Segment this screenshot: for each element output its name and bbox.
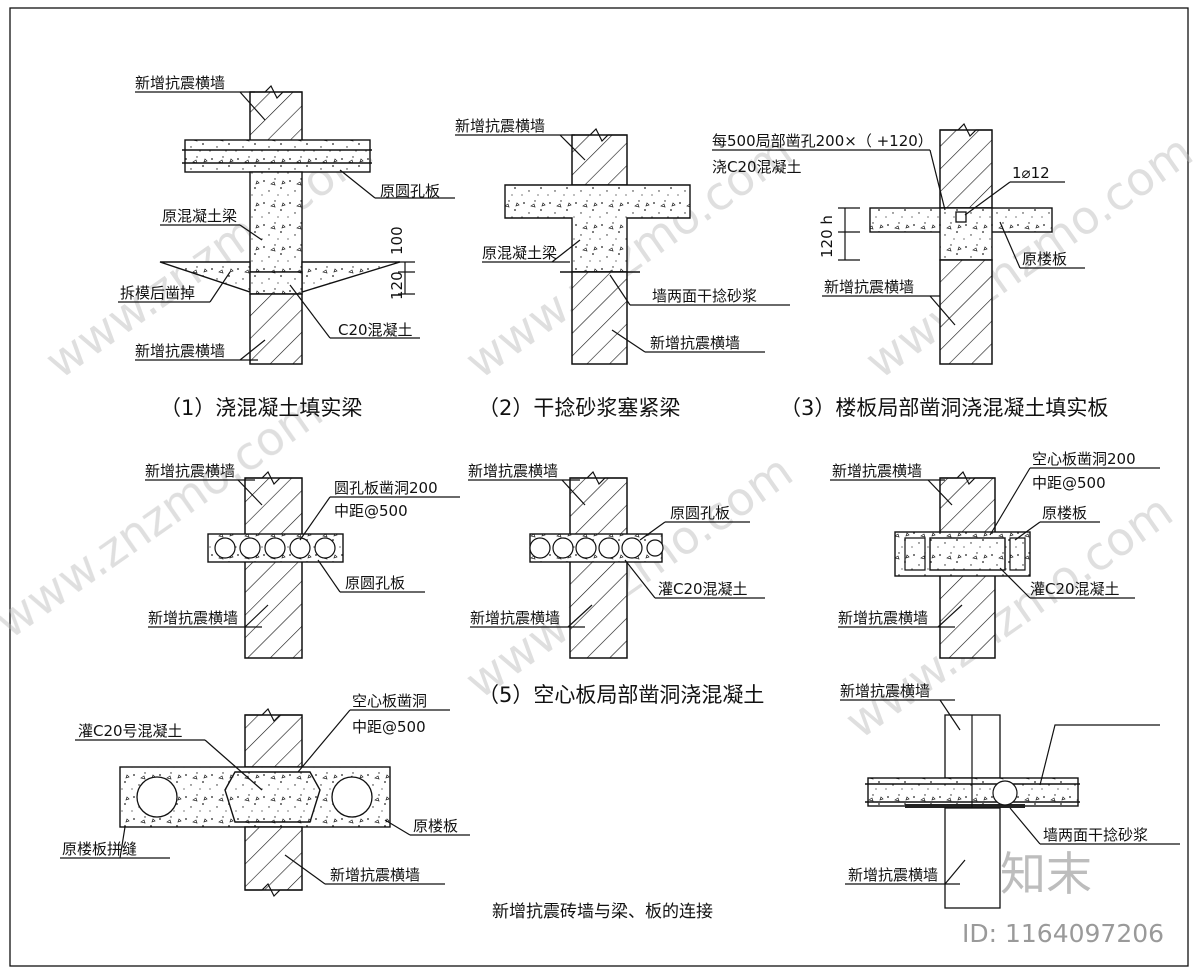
label-every500-3a: 每500局部凿孔200×（ +120） [712,132,933,150]
hollow-slab-1 [184,139,371,173]
label-orig-beam-1: 原混凝土梁 [162,207,237,225]
new-wall-upper-2 [571,134,628,186]
image-id: ID: 1164097206 [962,919,1164,948]
detail-5b: 新增抗震横墙 原圆孔板 灌C20混凝土 新增抗震横墙 [468,462,765,659]
detail-5c: 新增抗震横墙 空心板凿洞200 中距@500 原楼板 灌C20混凝土 新增抗震横… [830,450,1160,659]
label-new-wall-5a2: 新增抗震横墙 [148,609,238,627]
label-rebar-3: 1⌀12 [1012,164,1050,182]
label-hollow-hole-5a: 圆孔板凿洞200 [334,479,438,497]
new-wall-upper-joint [244,714,303,768]
label-fill-c20-5b: 灌C20混凝土 [658,580,748,598]
dim-120: 120 [388,271,406,300]
label-new-wall-2b: 新增抗震横墙 [650,334,740,352]
detail-mortar-slab: 新增抗震横墙 墙两面干捻砂浆 新增抗震横墙 [840,682,1180,909]
new-wall-lower-1 [249,293,303,365]
orig-beam-1 [249,171,303,273]
label-new-wall-ms2: 新增抗震横墙 [848,866,938,884]
label-orig-slab-5c: 原楼板 [1042,504,1087,522]
label-slab-joint: 原楼板拼缝 [62,840,137,858]
new-wall-lower-joint [244,826,303,891]
brand-logo: 知末 [1000,847,1092,901]
label-orig-slab-joint: 原楼板 [413,817,458,835]
svg-text:www.znzmo.com: www.znzmo.com [455,444,802,709]
caption-1: （1）浇混凝土填实梁 [160,396,362,420]
label-new-wall-5c2: 新增抗震横墙 [838,609,928,627]
new-wall-upper-3 [939,129,993,209]
label-new-wall-2a: 新增抗震横墙 [455,117,545,135]
detail-5a: 新增抗震横墙 圆孔板凿洞200 中距@500 原圆孔板 新增抗震横墙 [145,462,460,659]
label-new-wall-1b: 新增抗震横墙 [135,342,225,360]
label-fill-c20-5c: 灌C20混凝土 [1030,580,1120,598]
new-wall-lower-ms [944,807,1001,909]
label-orig-slab-1: 原圆孔板 [380,182,440,200]
label-every500-3b: 浇C20混凝土 [712,158,802,176]
label-remove-form-1: 拆模后凿掉 [120,284,195,302]
rebar-3 [955,211,967,223]
label-mortar-2: 墙两面干捻砂浆 [652,287,757,305]
label-new-wall-5b2: 新增抗震横墙 [470,609,560,627]
label-orig-slab-3: 原楼板 [1022,250,1067,268]
new-wall-lower-2 [571,271,628,365]
label-new-wall-5c1: 新增抗震横墙 [832,462,922,480]
detail-3: 120 h 每500局部凿孔200×（ +120） 浇C20混凝土 1⌀12 原… [712,122,1108,420]
detail-joint: 灌C20号混凝土 空心板凿洞 中距@500 原楼板 原楼板拼缝 新增抗震横墙 [60,692,470,898]
dim-120h: 120 h [818,215,836,258]
label-new-wall-5b1: 新增抗震横墙 [468,462,558,480]
drawing-title: 新增抗震砖墙与梁、板的连接 [492,902,713,922]
label-hollow-core-joint: 空心板凿洞 [352,692,427,710]
label-mortar-ms: 墙两面干捻砂浆 [1043,826,1148,844]
label-orig-slab-5a: 原圆孔板 [345,574,405,592]
mortar-strip-ms [905,804,1025,808]
detail-2: 新增抗震横墙 原混凝土梁 墙两面干捻砂浆 新增抗震横墙 （2）干捻砂浆塞紧梁 [455,117,790,420]
label-new-wall-3: 新增抗震横墙 [824,278,914,296]
label-spacing-5a: 中距@500 [334,502,408,520]
c20-fill-5c [929,537,1006,571]
label-spacing-5c: 中距@500 [1032,474,1106,492]
new-wall-5b [569,477,628,659]
c20-fill-joint [224,771,321,823]
caption-5: （5）空心板局部凿洞浇混凝土 [478,683,764,707]
label-orig-slab-5b: 原圆孔板 [670,504,730,522]
sheet-border [9,7,1189,967]
label-spacing-joint: 中距@500 [352,718,426,736]
label-fill-c20-joint: 灌C20号混凝土 [78,722,183,740]
new-wall-lower-3 [939,259,993,365]
label-new-wall-joint: 新增抗震横墙 [330,866,420,884]
label-hollow-core-5c: 空心板凿洞200 [1032,450,1136,468]
new-wall-5a [244,477,303,659]
label-orig-beam-2: 原混凝土梁 [482,244,557,262]
detail-1: 100 120 新增抗震横墙 原圆孔板 原混凝土梁 拆模后凿掉 C20混凝土 新… [118,74,455,420]
dim-100: 100 [388,226,406,255]
label-c20-1: C20混凝土 [338,321,413,339]
label-new-wall-1a: 新增抗震横墙 [135,74,225,92]
label-new-wall-ms1: 新增抗震横墙 [840,682,930,700]
label-new-wall-5a1: 新增抗震横墙 [145,462,235,480]
caption-2: （2）干捻砂浆塞紧梁 [478,396,680,420]
caption-3: （3）楼板局部凿洞浇混凝土填实板 [780,396,1108,420]
